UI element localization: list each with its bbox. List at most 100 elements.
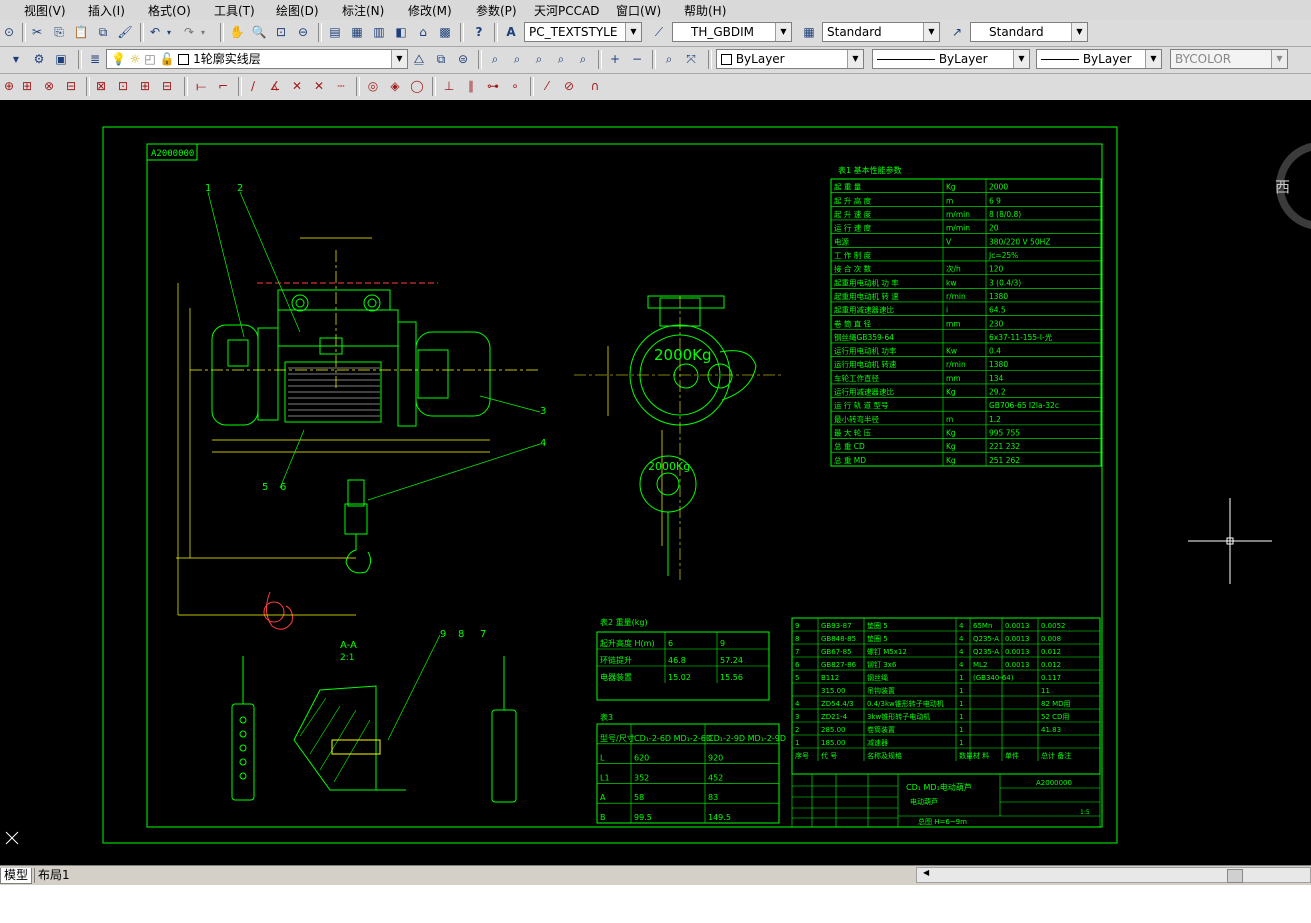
copy-icon[interactable]: ⎘ [54,24,64,39]
menu-help[interactable]: 帮助(H) [684,4,727,18]
linetype-select[interactable]: ByLayer▼ [872,49,1030,69]
snap-extension-icon[interactable]: ┄ [337,79,345,93]
menu-format[interactable]: 格式(O) [148,4,191,18]
zoom-object-icon[interactable]: ⌕ [579,51,587,66]
match-properties-icon[interactable]: 🖌 [117,25,133,39]
layer-state-icon[interactable]: ⊜ [457,52,469,66]
snap-perpendicular-icon[interactable]: ⊥ [443,79,455,93]
help-icon[interactable]: ? [475,25,483,39]
layer-previous-icon[interactable]: ⧉ [436,51,446,66]
snap-center-icon[interactable]: ◎ [367,79,379,93]
pccad-bolt-icon[interactable]: ⊡ [117,79,129,93]
viewcube[interactable]: 西 [1275,142,1311,230]
menu-pccad[interactable]: 天河PCCAD [534,4,600,18]
tab-layout1[interactable]: 布局1 [34,868,73,883]
hoist-side-view[interactable] [211,289,491,574]
pccad-bearing-icon[interactable]: ⊠ [95,79,107,93]
undo-dropdown-icon[interactable]: ▾ [166,27,171,37]
layer-select[interactable]: 💡 ☼ ◰ 🔓 1轮廓实线层 ▼ [106,49,408,69]
snap-node-icon[interactable]: ∘ [511,79,519,93]
zoom-extents-all-icon[interactable]: ⤧ [686,51,696,66]
menu-draw[interactable]: 绘图(D) [276,4,319,18]
zoom-out-icon[interactable]: − [631,52,643,66]
pccad-view-icon[interactable]: ⊗ [43,79,55,93]
horizontal-scrollbar[interactable]: ◀ [916,867,1311,883]
pendant-detail[interactable] [231,656,517,803]
pccad-section-icon[interactable]: ⊞ [21,79,33,93]
pccad-block-icon[interactable]: ⊟ [65,79,77,93]
table-style-icon[interactable]: ▦ [803,25,815,39]
tool-palettes-icon[interactable]: ▥ [373,25,385,39]
snap-midpoint-icon[interactable]: ∡ [269,79,281,93]
multileader-style-select[interactable]: Standard▼ [970,22,1088,42]
zoom-dynamic-icon[interactable]: ⌕ [513,51,521,66]
publish-icon[interactable]: ⊙ [3,25,15,39]
menu-tools[interactable]: 工具(T) [214,4,255,18]
hook-red-position[interactable] [257,282,438,630]
zoom-window-icon[interactable]: ⊡ [275,25,287,39]
zoom-realtime-icon[interactable]: 🔍 [251,25,267,39]
copy-with-base-icon[interactable]: ⧉ [98,24,108,39]
menu-parameters[interactable]: 参数(P) [476,4,517,18]
zoom-all-icon[interactable]: ⌕ [665,51,673,66]
redo-dropdown-icon[interactable]: ▾ [200,27,205,37]
multileader-style-icon[interactable]: ↗ [951,25,963,39]
snap-intersection-icon[interactable]: ✕ [291,79,303,93]
table-style-select[interactable]: Standard▼ [822,22,940,42]
properties-icon[interactable]: ▤ [329,25,341,39]
snap-endpoint-icon[interactable]: ∕ [250,79,256,93]
osnap-settings-icon[interactable]: ∩ [590,79,600,93]
drawing-canvas[interactable]: A2000000 [0,100,1311,865]
scroll-thumb[interactable] [1227,869,1243,883]
snap-parallel-icon[interactable]: ∥ [468,79,474,93]
zoom-extents-icon[interactable]: ⌕ [491,51,499,66]
snap-nearest-icon[interactable]: ⁄ [545,79,548,93]
text-style-select[interactable]: PC_TEXTSTYLE▼ [524,22,642,42]
params-cell: Jc=25% [988,251,1018,260]
sheet-set-icon[interactable]: ◧ [395,25,407,39]
menu-view[interactable]: 视图(V) [24,4,66,18]
zoom-previous-icon[interactable]: ⊖ [297,25,309,39]
snap-none-icon[interactable]: ⊘ [563,79,575,93]
snap-insert-icon[interactable]: ⊶ [487,79,499,93]
menu-modify[interactable]: 修改(M) [408,4,452,18]
design-center-icon[interactable]: ▦ [351,25,363,39]
pccad-part-icon[interactable]: ⊕ [3,79,15,93]
section-a-a-detail[interactable] [293,685,406,791]
snap-apparent-icon[interactable]: ✕ [313,79,325,93]
pccad-washer-icon[interactable]: ⊟ [161,79,173,93]
tab-model[interactable]: 模型 [0,868,33,884]
menu-insert[interactable]: 插入(I) [88,4,125,18]
zoom-center-icon[interactable]: ⌕ [557,51,565,66]
paste-icon[interactable]: 📋 [73,25,89,39]
bom-cell: 185.00 [821,739,846,747]
menu-dimension[interactable]: 标注(N) [342,4,385,18]
text-style-icon[interactable]: A [506,25,516,39]
undo-icon[interactable]: ↶ [149,25,161,39]
layer-properties-icon[interactable]: ≣ [89,52,101,66]
polyline-icon[interactable]: ⌐ [217,79,229,93]
plotstyle-select[interactable]: BYCOLOR▼ [1170,49,1288,69]
snap-tangent-icon[interactable]: ◯ [410,79,424,93]
markup-icon[interactable]: ⌂ [419,25,427,39]
zoom-in-icon[interactable]: + [609,52,621,66]
color-select[interactable]: ByLayer▼ [716,49,864,69]
line-icon[interactable]: ⟝ [196,78,206,93]
dim-style-select[interactable]: TH_GBDIM▼ [672,22,792,42]
pccad-nut-icon[interactable]: ⊞ [139,79,151,93]
cut-icon[interactable]: ✂ [31,25,43,39]
workspace-icon[interactable]: ▣ [55,52,67,66]
make-current-layer-icon[interactable]: ⧋ [413,51,425,66]
quickcalc-icon[interactable]: ▩ [439,25,451,39]
redo-icon[interactable]: ↷ [183,25,195,39]
hoist-front-view[interactable] [574,295,784,580]
lineweight-select[interactable]: ByLayer▼ [1036,49,1162,69]
snap-quadrant-icon[interactable]: ◈ [390,79,400,93]
chevron-down-icon[interactable]: ▼ [12,54,20,64]
zoom-scale-icon[interactable]: ⌕ [535,51,543,66]
dim-style-icon[interactable]: ⟋ [654,24,664,39]
scroll-left-icon[interactable]: ◀ [923,868,930,877]
menu-window[interactable]: 窗口(W) [616,4,662,18]
pan-icon[interactable]: ✋ [229,25,245,39]
workspace-settings-icon[interactable]: ⚙ [33,52,45,66]
